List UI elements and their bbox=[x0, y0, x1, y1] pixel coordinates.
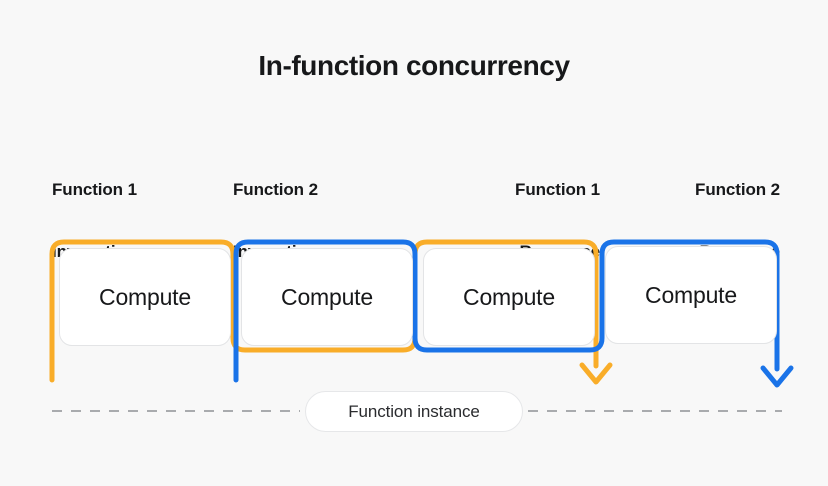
compute-block-1: Compute bbox=[59, 248, 231, 346]
function-2-response-arrowhead bbox=[760, 365, 794, 388]
compute-block-4: Compute bbox=[605, 246, 777, 344]
label-line-1: Function 2 bbox=[233, 180, 318, 199]
compute-block-label: Compute bbox=[281, 283, 373, 310]
compute-block-label: Compute bbox=[645, 281, 737, 308]
compute-block-3: Compute bbox=[423, 248, 595, 346]
page-title: In-function concurrency bbox=[258, 50, 570, 81]
function-1-response-arrowhead bbox=[579, 362, 613, 385]
label-line-1: Function 2 bbox=[695, 180, 780, 199]
compute-block-label: Compute bbox=[463, 283, 555, 310]
label-line-1: Function 1 bbox=[52, 180, 137, 199]
compute-block-label: Compute bbox=[99, 283, 191, 310]
label-line-1: Function 1 bbox=[515, 180, 600, 199]
function-instance-label: Function instance bbox=[348, 401, 480, 421]
compute-block-2: Compute bbox=[241, 248, 413, 346]
function-instance-pill: Function instance bbox=[305, 391, 523, 432]
